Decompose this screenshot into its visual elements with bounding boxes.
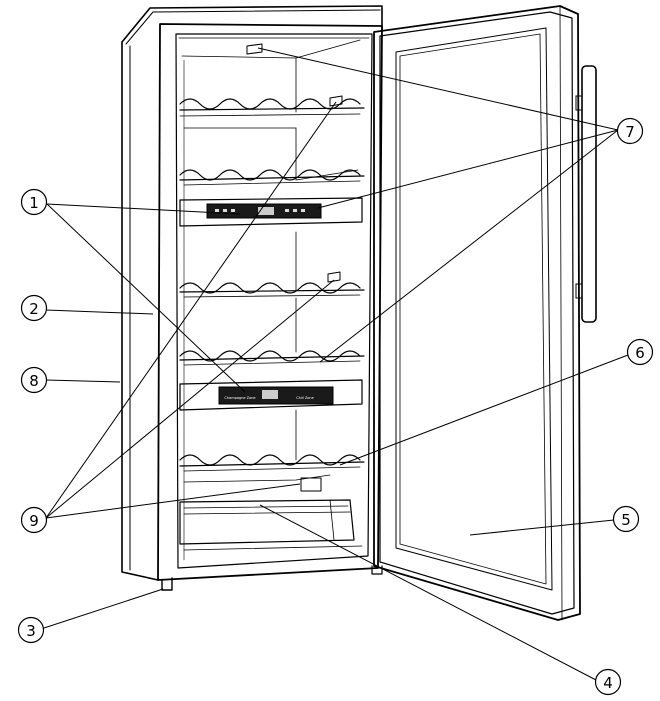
wine-rack-4 (179, 350, 365, 366)
callout-9: 9 (20, 506, 48, 534)
callout-5: 5 (612, 505, 640, 533)
svg-text:2: 2 (29, 300, 39, 318)
callout-6: 6 (626, 338, 654, 366)
callout-3: 3 (17, 616, 45, 644)
lower-panel-band: Champagne Zone Chill Zone (179, 379, 363, 411)
upper-panel-band (179, 197, 363, 227)
svg-text:3: 3 (26, 622, 36, 640)
svg-text:8: 8 (29, 372, 39, 390)
callout-1: 1 (20, 188, 48, 216)
glass-door (373, 5, 597, 621)
callout-4: 4 (594, 668, 622, 696)
lower-panel-right-caption: Chill Zone (296, 396, 314, 400)
svg-text:9: 9 (29, 512, 39, 530)
light-tags (246, 43, 343, 492)
leader-lines (43, 47, 629, 681)
callout-8: 8 (20, 366, 48, 394)
svg-text:6: 6 (635, 344, 645, 362)
svg-text:4: 4 (603, 674, 613, 692)
bottom-tray (179, 499, 363, 551)
upper-panel-buttons (215, 207, 305, 215)
svg-text:7: 7 (625, 123, 635, 141)
wine-rack-1 (179, 98, 365, 117)
callout-7: 7 (616, 117, 644, 145)
lower-panel-left-caption: Champagne Zone (224, 396, 255, 400)
wine-rack-3 (179, 282, 365, 298)
wine-rack-5 (179, 454, 365, 472)
svg-text:5: 5 (621, 511, 631, 529)
interior (181, 39, 361, 561)
wine-rack-2 (179, 169, 365, 186)
svg-text:1: 1 (29, 194, 39, 212)
lower-panel-display (262, 390, 278, 399)
callout-2: 2 (20, 294, 48, 322)
door-handle[interactable] (581, 65, 597, 323)
